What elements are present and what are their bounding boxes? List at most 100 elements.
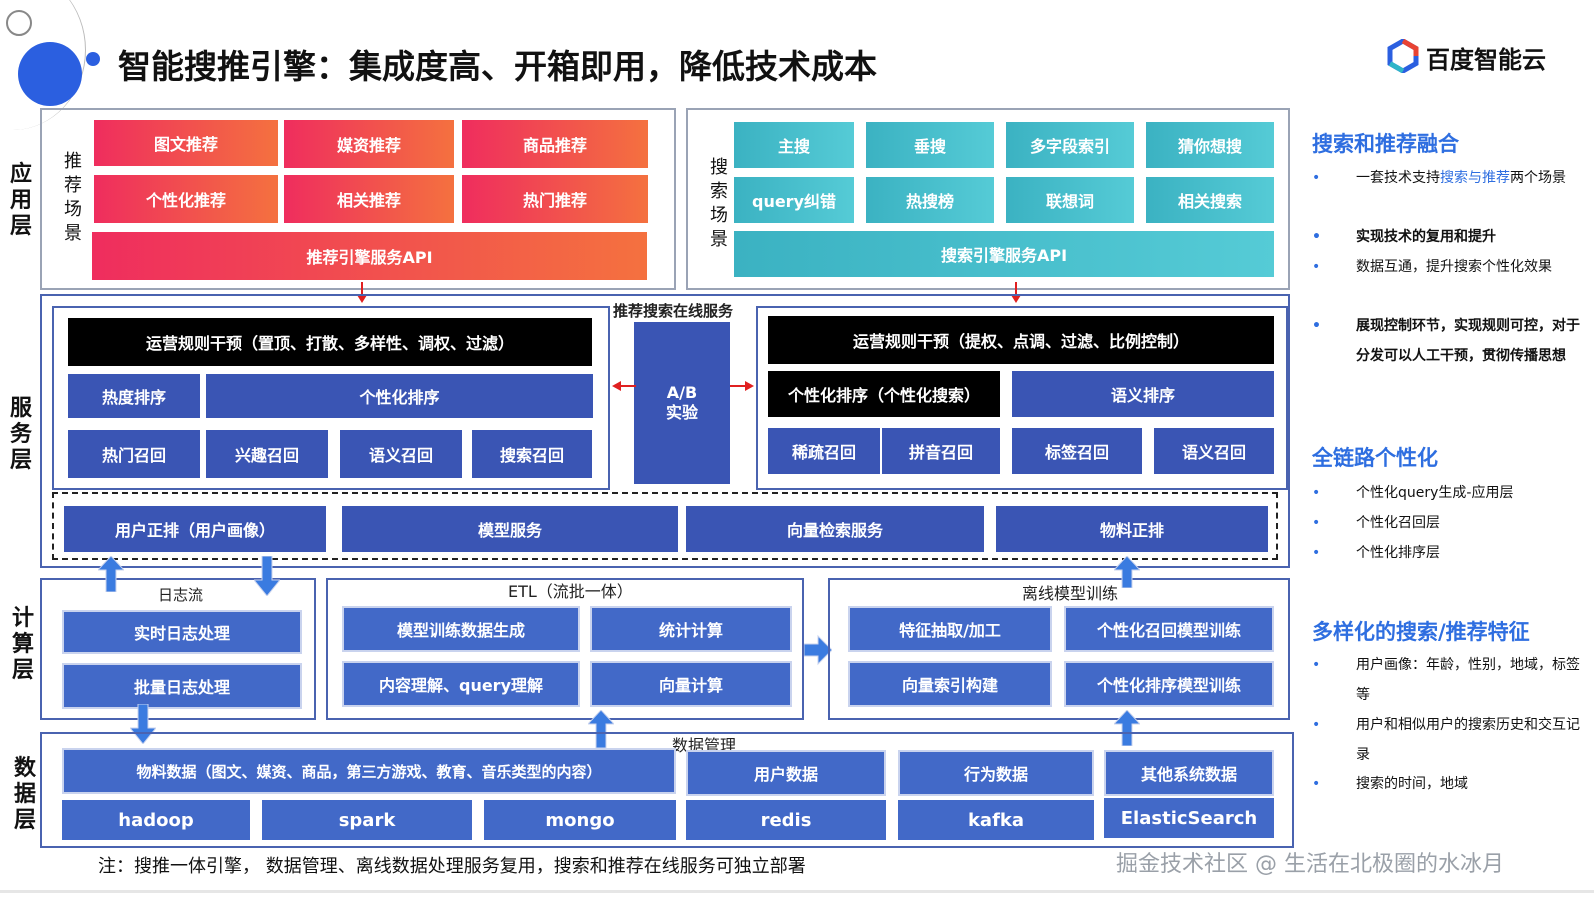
search-scene-frame (686, 108, 1290, 290)
offline-rank-train: 个性化排序模型训练 (1064, 661, 1274, 707)
storage-spark: spark (262, 800, 472, 840)
features-point-3: 搜索的时间，地域 (1312, 769, 1588, 799)
personalization-point-2: 个性化召回层 (1312, 508, 1588, 538)
common-model-service: 模型服务 (342, 506, 678, 552)
search-item-8: 相关搜索 (1146, 177, 1274, 223)
arrow-down-icon (254, 556, 280, 596)
arrow-up-icon (98, 556, 124, 592)
storage-kafka: kafka (898, 800, 1094, 840)
arrow-down-icon (1011, 282, 1021, 303)
etl-title: ETL（流批一体） (508, 582, 633, 601)
arrow-right-icon (730, 381, 754, 391)
watermark: 掘金技术社区 @ 生活在北极圈的水冰月 (1116, 852, 1504, 877)
search-recall-2: 拼音召回 (882, 428, 1000, 474)
footer-note: 注：搜推一体引擎， 数据管理、离线数据处理服务复用，搜索和推荐在线服务可独立部署 (98, 856, 806, 877)
search-item-4: 猜你想搜 (1146, 122, 1274, 168)
arrow-up-icon (588, 710, 614, 748)
service-outer-frame (40, 294, 1290, 568)
rec-item-5: 相关推荐 (284, 175, 454, 223)
common-service-dashed-frame (52, 492, 1278, 560)
search-item-7: 联想词 (1006, 177, 1134, 223)
section-title-features: 多样化的搜索/推荐特征 (1312, 620, 1530, 644)
rec-item-3: 商品推荐 (462, 120, 648, 168)
storage-hadoop: hadoop (62, 800, 250, 840)
log-stream-title: 日志流 (158, 586, 204, 604)
rec-item-4: 个性化推荐 (94, 175, 278, 223)
storage-mongo: mongo (484, 800, 676, 840)
features-point-1: 用户画像：年龄，性别，地域，标签等 (1312, 650, 1588, 710)
section-title-fusion: 搜索和推荐融合 (1312, 132, 1459, 156)
data-item-other: 其他系统数据 (1104, 750, 1274, 796)
etl-vector: 向量计算 (590, 661, 792, 707)
fusion-point-3: 数据互通，提升搜索个性化效果 (1312, 252, 1588, 282)
search-item-2: 垂搜 (866, 122, 994, 168)
rec-item-1: 图文推荐 (94, 120, 278, 166)
fusion-point-1: 一套技术支持搜索与推荐两个场景 (1312, 163, 1588, 193)
offline-feature: 特征抽取/加工 (848, 606, 1052, 652)
layer-label-service: 服务层 (9, 396, 32, 473)
rec-item-2: 媒资推荐 (284, 120, 454, 168)
search-recall-1: 稀疏召回 (768, 428, 880, 474)
offline-train-title: 离线模型训练 (1022, 584, 1119, 603)
features-point-2: 用户和相似用户的搜索历史和交互记录 (1312, 710, 1588, 770)
rec-recall-3: 语义召回 (340, 430, 462, 478)
rec-rule-box: 运营规则干预（置顶、打散、多样性、调权、过滤） (68, 318, 592, 366)
search-rank-semantic: 语义排序 (1012, 371, 1274, 417)
layer-label-compute: 计算层 (11, 606, 34, 683)
rec-online-frame (52, 306, 610, 490)
rec-recall-2: 兴趣召回 (206, 430, 328, 478)
search-api: 搜索引擎服务API (734, 231, 1274, 277)
data-item-material: 物料数据（图文、媒资、商品，第三方游戏、教育、音乐类型的内容） (62, 748, 676, 794)
fusion-point-4: 展现控制环节，实现规则可控，对于分发可以人工干预，贯彻传播思想 (1312, 311, 1588, 371)
etl-stats: 统计计算 (590, 606, 792, 652)
arrow-left-icon (612, 381, 636, 391)
rec-recall-1: 热门召回 (68, 430, 200, 478)
rec-api: 推荐引擎服务API (92, 232, 647, 280)
common-vector-search: 向量检索服务 (686, 506, 984, 552)
online-service-title: 推荐搜索在线服务 (609, 300, 738, 321)
rec-rank-personal: 个性化排序 (206, 374, 593, 418)
search-recall-3: 标签召回 (1012, 428, 1142, 474)
arrow-up-icon (1114, 710, 1140, 746)
data-item-user: 用户数据 (686, 750, 886, 796)
page-title: 智能搜推引擎：集成度高、开箱即用，降低技术成本 (118, 47, 877, 86)
personalization-point-3: 个性化排序层 (1312, 538, 1588, 568)
etl-understanding: 内容理解、query理解 (342, 661, 580, 707)
search-scene-label: 搜索场景 (710, 157, 728, 250)
offline-train-frame (828, 578, 1290, 720)
rec-item-6: 热门推荐 (462, 175, 648, 223)
offline-recall-train: 个性化召回模型训练 (1064, 606, 1274, 652)
search-rule-box: 运营规则干预（提权、点调、过滤、比例控制） (768, 316, 1274, 364)
arrow-up-icon (1114, 556, 1140, 588)
logo-text: 百度智能云 (1426, 46, 1546, 74)
data-mgmt-frame (40, 732, 1294, 848)
section-title-personalization: 全链路个性化 (1312, 446, 1438, 470)
bottom-rule (0, 890, 1594, 893)
rec-recall-4: 搜索召回 (472, 430, 592, 478)
search-item-3: 多字段索引 (1006, 122, 1134, 168)
rec-scene-frame (40, 108, 676, 290)
arrow-down-icon (130, 704, 156, 744)
storage-redis: redis (686, 800, 886, 840)
search-online-frame (756, 306, 1288, 490)
cloud-logo-icon (1387, 39, 1419, 73)
search-item-6: 热搜榜 (866, 177, 994, 223)
rec-rank-hot: 热度排序 (68, 374, 200, 418)
data-item-behavior: 行为数据 (898, 750, 1094, 796)
baidu-cloud-logo: 百度智能云 (1386, 38, 1556, 74)
etl-train-data: 模型训练数据生成 (342, 606, 580, 652)
decor-blue-dot (86, 52, 100, 66)
arrow-down-icon (357, 282, 367, 303)
layer-label-data: 数据层 (13, 756, 36, 833)
personalization-point-1: 个性化query生成-应用层 (1312, 478, 1588, 508)
search-item-1: 主搜 (734, 122, 854, 168)
decor-blue-circle (18, 42, 82, 106)
offline-vector-index: 向量索引构建 (848, 661, 1052, 707)
ab-test-label: A/B 实验 (665, 383, 698, 422)
log-stream-frame (40, 578, 316, 720)
log-batch: 批量日志处理 (62, 663, 302, 709)
layer-label-app: 应用层 (9, 162, 32, 239)
fusion-point-2: 实现技术的复用和提升 (1312, 222, 1588, 252)
log-realtime: 实时日志处理 (62, 610, 302, 654)
search-rank-personal: 个性化排序（个性化搜索） (768, 371, 1000, 417)
